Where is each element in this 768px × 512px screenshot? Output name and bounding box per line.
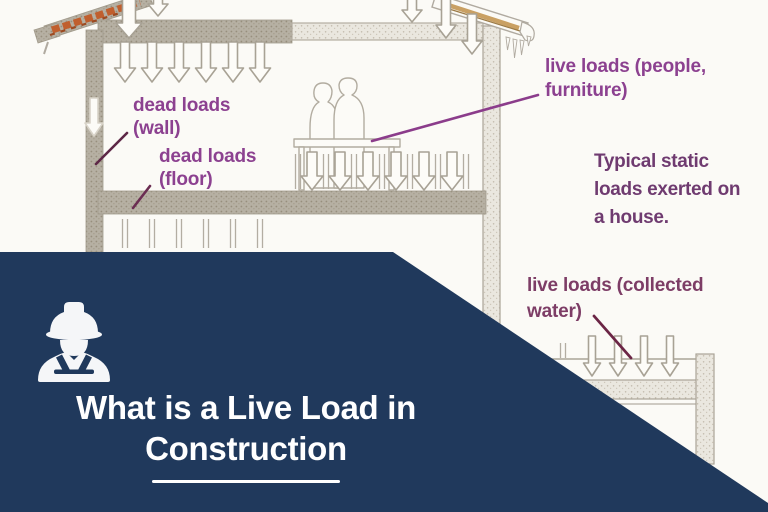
label-dead-loads-floor-line2: (floor) <box>159 169 212 190</box>
caption-line3: a house. <box>594 207 669 228</box>
caption-line1: Typical static <box>594 151 710 172</box>
page-title: What is a Live Load in Construction <box>70 387 422 483</box>
construction-worker-icon <box>38 302 110 382</box>
leader-line-dead-floor <box>131 184 152 210</box>
icicles-icon <box>505 35 532 59</box>
down-arrow <box>582 335 602 377</box>
down-arrow <box>113 41 137 83</box>
worker-face <box>60 340 88 356</box>
down-arrow <box>356 151 380 191</box>
eave-curl <box>519 21 535 42</box>
label-dead-loads-floor-line1: dead loads <box>159 146 256 167</box>
down-arrow <box>412 151 436 191</box>
leader-line-live-people <box>370 93 540 143</box>
leader-line-live-water <box>592 314 633 360</box>
lower-room-arrow-shafts <box>121 219 264 248</box>
label-dead-loads-wall-line1: dead loads <box>133 95 230 116</box>
right-wall <box>482 25 501 333</box>
leader-line-dead-wall <box>94 131 129 166</box>
down-arrow <box>147 0 169 17</box>
overalls-detail <box>54 354 94 374</box>
down-arrow <box>194 41 218 83</box>
down-arrow <box>248 41 272 83</box>
down-arrow <box>115 0 143 39</box>
title-underline <box>152 480 340 483</box>
label-live-loads-people-line1: live loads (people, <box>545 56 706 77</box>
right-roof <box>431 0 535 59</box>
down-arrow <box>300 151 324 191</box>
railing-balusters <box>294 154 470 189</box>
label-live-loads-water-line1: live loads (collected <box>527 275 703 296</box>
worker-body <box>38 352 110 382</box>
down-arrow <box>167 41 191 83</box>
title-line1: What is a Live Load in <box>76 389 416 426</box>
label-live-loads-water-line2: water) <box>526 301 582 322</box>
down-arrow <box>140 41 164 83</box>
wall-load-arrow <box>84 97 104 137</box>
hard-hat-dome <box>50 302 98 333</box>
load-arrows-balcony <box>300 151 464 191</box>
down-arrow <box>384 151 408 191</box>
porch-wall <box>695 353 715 465</box>
load-arrows-porch <box>559 335 680 377</box>
down-arrow <box>660 335 680 377</box>
load-arrows-roof <box>115 0 483 55</box>
left-wall <box>85 29 104 253</box>
down-arrow <box>461 13 483 55</box>
load-arrows-top-room <box>113 41 272 83</box>
down-arrow <box>634 335 654 377</box>
title-line2: Construction <box>145 430 347 467</box>
floor-slab <box>97 190 487 215</box>
down-arrow <box>608 335 628 377</box>
down-arrow <box>221 41 245 83</box>
down-arrow <box>440 151 464 191</box>
down-arrow <box>435 0 457 39</box>
down-arrow <box>328 151 352 191</box>
roof-beam <box>444 1 520 31</box>
balcony-scene <box>293 77 470 191</box>
caption-line2: loads exerted on <box>594 179 740 200</box>
down-arrow <box>401 0 423 23</box>
label-live-loads-people-line2: furniture) <box>545 80 627 101</box>
hard-hat-brim <box>46 329 102 340</box>
gutter-drip <box>43 41 49 55</box>
label-dead-loads-wall-line2: (wall) <box>133 118 180 139</box>
